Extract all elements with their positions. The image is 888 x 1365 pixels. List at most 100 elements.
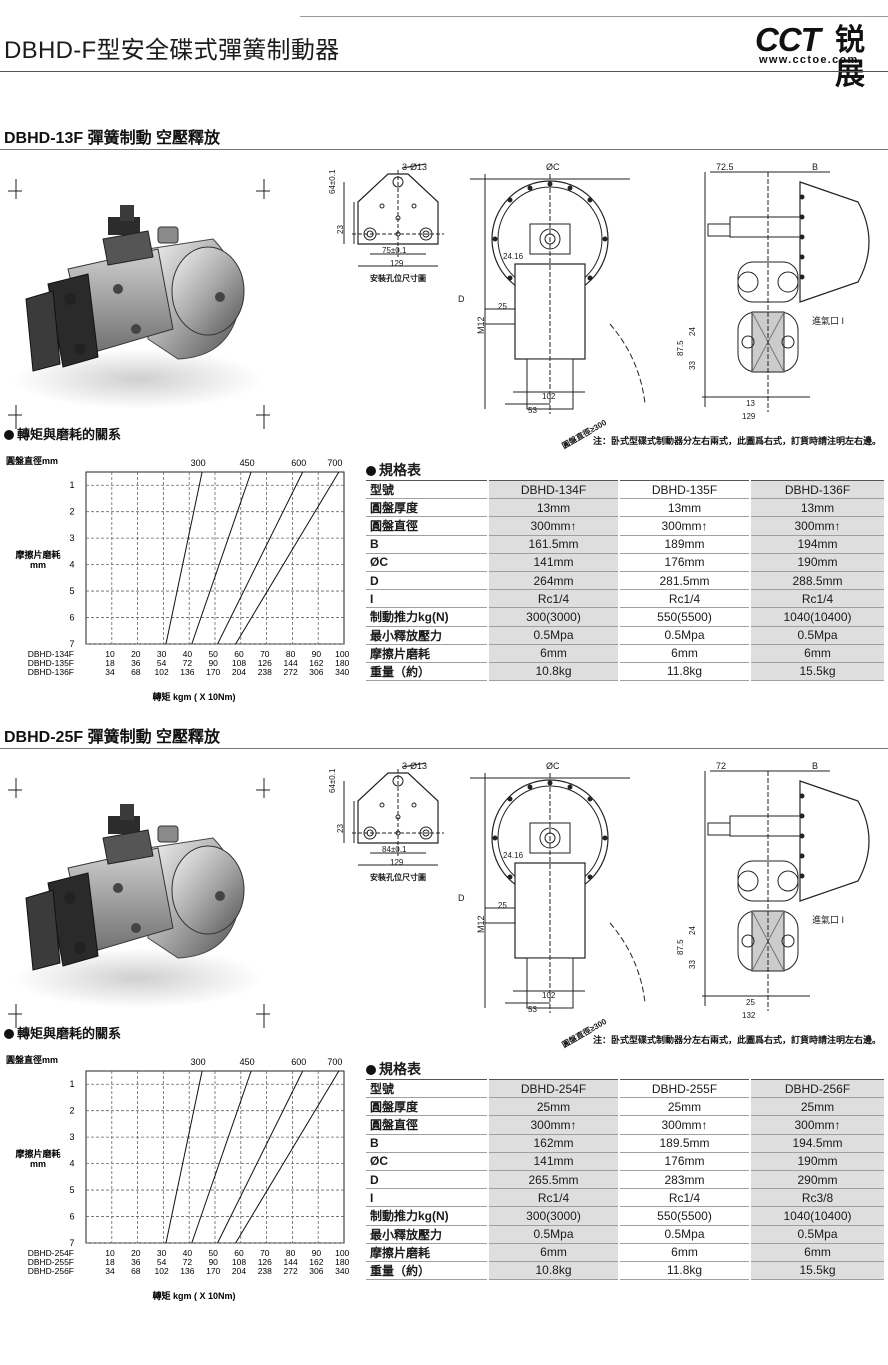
x-tick-label: 80: [286, 649, 296, 659]
spec-row-label: B: [366, 535, 488, 554]
series-label: 700: [327, 1057, 342, 1067]
spec-cell: 265.5mm: [487, 1170, 619, 1190]
orientation-note: 注：卧式型碟式制動器分左右兩式，此圖爲右式，訂貨時請注明左右邊。: [593, 436, 882, 446]
spec-row: 制動推力kg(N)300(3000)550(5500)1040(10400): [366, 1206, 884, 1226]
spec-cell: 550(5500): [618, 607, 750, 627]
bullet-icon: [4, 1029, 14, 1039]
spec-row-label: 圓盤直徑: [366, 516, 488, 536]
spec-cell: DBHD-135F: [618, 479, 750, 500]
y-tick-label: 6: [69, 613, 74, 623]
x-tick-label: 70: [260, 1248, 270, 1258]
crop-marks: [8, 778, 270, 1028]
x-tick-label: 162: [309, 658, 323, 668]
x-tick-label: 340: [335, 1266, 349, 1276]
x-tick-label: 272: [284, 667, 298, 677]
spec-cell: 300mm↑: [749, 1115, 884, 1135]
label-side-small: 13: [746, 399, 755, 408]
x-tick-label: 108: [232, 658, 246, 668]
x-row-label: DBHD-255F: [28, 1257, 74, 1267]
side-view-drawing: [702, 770, 870, 1011]
x-tick-label: 306: [309, 667, 323, 677]
x-tick-label: 68: [131, 1266, 141, 1276]
x-tick-label: 170: [206, 667, 220, 677]
x-tick-label: 136: [180, 1266, 194, 1276]
chart-top-label: 圓盤直徑mm: [6, 1054, 58, 1065]
crop-marks: [8, 179, 270, 429]
spec-cell: 300mm↑: [487, 516, 619, 536]
x-tick-label: 204: [232, 667, 246, 677]
series-line: [165, 1070, 203, 1244]
spec-row-label: I: [366, 1188, 488, 1208]
label-dim-129: 129: [390, 858, 404, 867]
spec-cell: 194.5mm: [749, 1134, 884, 1153]
x-row-label: DBHD-256F: [28, 1266, 74, 1276]
x-tick-label: 100: [335, 649, 349, 659]
series-label: 450: [240, 1057, 255, 1067]
x-tick-label: 180: [335, 658, 349, 668]
mounting-hole-drawing: [343, 762, 444, 866]
section-rule: [0, 748, 888, 749]
x-tick-label: 90: [208, 1257, 218, 1267]
x-tick-label: 238: [258, 667, 272, 677]
label-dim-129: 129: [390, 259, 404, 268]
label-side-bottom: 132: [742, 1011, 756, 1020]
spec-cell: 6mm: [618, 644, 750, 663]
x-tick-label: 72: [183, 658, 193, 668]
spec-row-label: 圓盤厚度: [366, 498, 488, 518]
spec-cell: 0.5Mpa: [618, 626, 750, 645]
x-tick-label: 162: [309, 1257, 323, 1267]
y-tick-label: 2: [69, 507, 74, 517]
spec-cell: 162mm: [487, 1134, 619, 1153]
x-tick-label: 18: [105, 658, 115, 668]
x-row-label: DBHD-136F: [28, 667, 74, 677]
spec-cell: 176mm: [618, 553, 750, 572]
x-tick-label: 40: [183, 1248, 193, 1258]
x-tick-label: 40: [183, 649, 193, 659]
spec-cell: 190mm: [749, 1152, 884, 1171]
x-tick-label: 36: [131, 1257, 141, 1267]
side-view-drawing: [702, 171, 870, 412]
series-label: 300: [191, 458, 206, 468]
x-tick-label: 102: [155, 667, 169, 677]
spec-cell: 1040(10400): [749, 607, 884, 627]
series-label: 450: [240, 458, 255, 468]
label-side-top: 72.5: [716, 162, 734, 172]
x-tick-label: 80: [286, 1248, 296, 1258]
label-53: 53: [528, 406, 537, 415]
section-title: DBHD-13F 彈簧制動 空壓釋放: [4, 130, 221, 147]
spec-cell: 6mm: [487, 1243, 619, 1262]
x-tick-label: 90: [208, 658, 218, 668]
label-102: 102: [542, 392, 556, 401]
x-tick-label: 10: [105, 1248, 115, 1258]
x-tick-label: 20: [131, 1248, 141, 1258]
label-m12: M12: [476, 316, 486, 334]
y-tick-label: 4: [69, 560, 74, 570]
x-tick-label: 60: [234, 649, 244, 659]
y-tick-label: 7: [69, 639, 74, 649]
label-b: B: [812, 162, 819, 172]
section-dbhd-13f: DBHD-13F 彈簧制動 空壓釋放: [0, 124, 888, 744]
x-tick-label: 340: [335, 667, 349, 677]
label-dim-23: 23: [336, 225, 345, 234]
x-tick-label: 34: [105, 667, 115, 677]
chart-top-label: 圓盤直徑mm: [6, 455, 58, 466]
series-line: [217, 1070, 304, 1244]
y-tick-label: 2: [69, 1106, 74, 1116]
spec-row-label: 重量（約）: [366, 662, 488, 682]
spec-title: 規格表: [366, 460, 421, 480]
y-tick-label: 4: [69, 1159, 74, 1169]
x-axis-label: 轉矩 kgm ( X 10Nm): [152, 691, 235, 702]
spec-cell: 300mm↑: [749, 516, 884, 536]
series-line: [235, 471, 340, 645]
label-air-inlet: 進氣口 I: [812, 316, 845, 326]
spec-cell: DBHD-254F: [487, 1078, 619, 1099]
label-33: 33: [688, 960, 697, 969]
spec-cell: 290mm: [749, 1170, 884, 1190]
